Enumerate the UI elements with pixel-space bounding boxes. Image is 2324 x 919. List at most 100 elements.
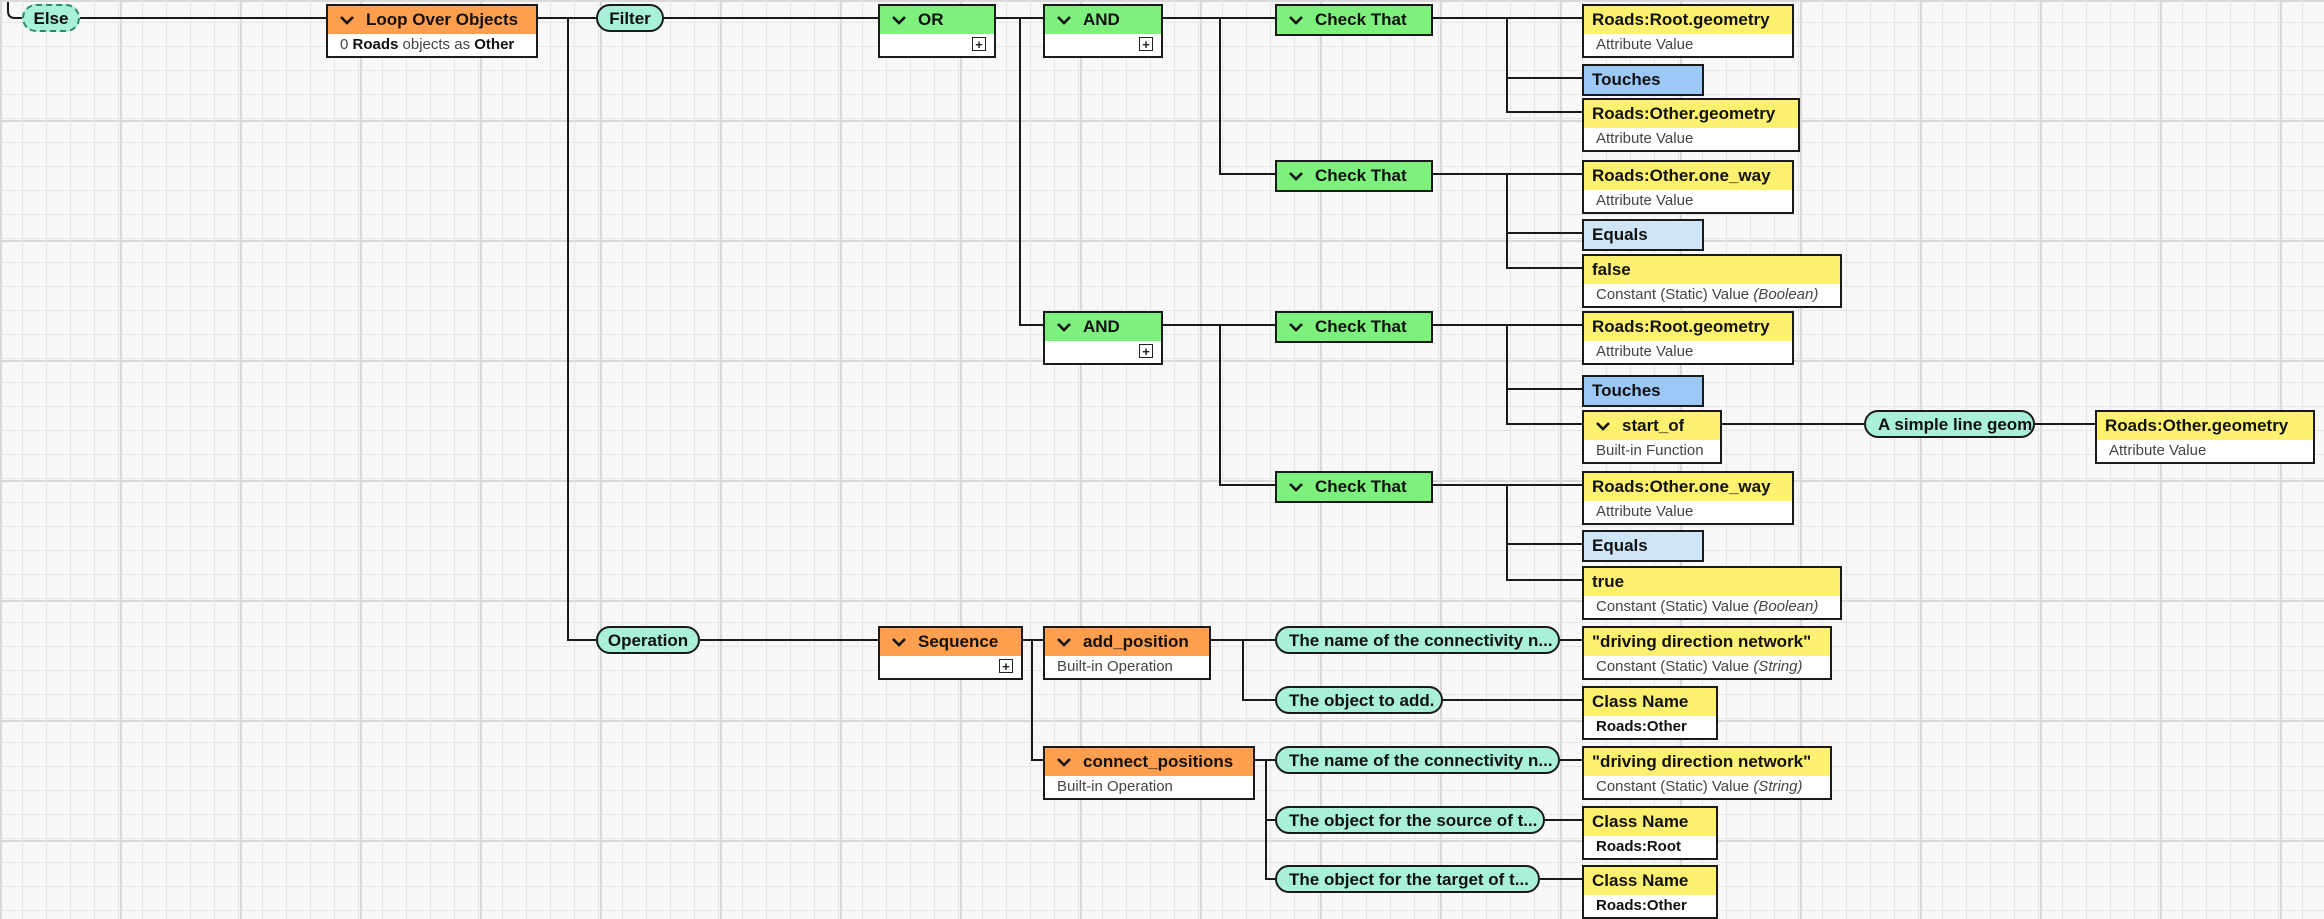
- attribute-name: Roads:Other.geometry: [1592, 104, 1776, 123]
- attribute-value-block[interactable]: Roads:Other.one_way Attribute Value: [1582, 471, 1794, 525]
- plus-box-icon[interactable]: +: [972, 37, 986, 51]
- chevron-down-icon[interactable]: [1053, 757, 1075, 767]
- parameter-label: A simple line geometry.: [1878, 415, 2033, 434]
- parameter-pill[interactable]: A simple line geometry.: [1864, 410, 2035, 438]
- loop-over-objects-block[interactable]: Loop Over Objects 0 Roads objects as Oth…: [326, 4, 538, 58]
- attribute-value-subtitle: Attribute Value: [1584, 341, 1792, 363]
- chevron-down-icon[interactable]: [888, 637, 910, 647]
- class-name-block[interactable]: Class Name Roads:Other: [1582, 865, 1718, 919]
- check-that-block-1[interactable]: Check That: [1275, 4, 1433, 36]
- loop-count: 0: [340, 36, 349, 53]
- class-name-block[interactable]: Class Name Roads:Root: [1582, 806, 1718, 860]
- attribute-value-block[interactable]: Roads:Other.geometry Attribute Value: [2095, 410, 2315, 464]
- check-that-title: Check That: [1315, 10, 1407, 29]
- parameter-label: The name of the connectivity n...: [1289, 631, 1553, 650]
- filter-pill[interactable]: Filter: [596, 4, 664, 32]
- plus-box-icon[interactable]: +: [999, 659, 1013, 673]
- class-name-value: Roads:Root: [1584, 836, 1716, 858]
- function-subtitle: Built-in Function: [1584, 440, 1720, 462]
- connect-positions-block[interactable]: connect_positions Built-in Operation: [1043, 746, 1255, 800]
- constant-subtitle: Constant (Static) Value: [1596, 598, 1750, 615]
- constant-value-block[interactable]: true Constant (Static) Value (Boolean): [1582, 566, 1842, 620]
- attribute-name: Roads:Other.one_way: [1592, 166, 1771, 185]
- loop-class: Roads: [352, 36, 399, 53]
- add-position-block[interactable]: add_position Built-in Operation: [1043, 626, 1211, 680]
- chevron-down-icon[interactable]: [1592, 421, 1614, 431]
- plus-box-icon[interactable]: +: [1139, 37, 1153, 51]
- constant-value-block[interactable]: "driving direction network" Constant (St…: [1582, 626, 1832, 680]
- class-name-value: Roads:Other: [1584, 895, 1716, 917]
- constant-type: (String): [1753, 778, 1803, 795]
- attribute-name: Roads:Other.geometry: [2105, 416, 2289, 435]
- check-that-block-3[interactable]: Check That: [1275, 311, 1433, 343]
- or-title: OR: [918, 10, 944, 29]
- operation-name: add_position: [1083, 632, 1189, 651]
- attribute-value-block[interactable]: Roads:Root.geometry Attribute Value: [1582, 4, 1794, 58]
- check-that-title: Check That: [1315, 477, 1407, 496]
- and-block-1[interactable]: AND +: [1043, 4, 1163, 58]
- comparator-label: Touches: [1592, 381, 1661, 400]
- chevron-down-icon[interactable]: [1285, 15, 1307, 25]
- function-name: start_of: [1622, 416, 1685, 435]
- parameter-pill[interactable]: The object for the source of t...: [1275, 806, 1545, 834]
- constant-type: (String): [1753, 658, 1803, 675]
- attribute-value-block[interactable]: Roads:Other.one_way Attribute Value: [1582, 160, 1794, 214]
- chevron-down-icon[interactable]: [1053, 15, 1075, 25]
- operation-subtitle: Built-in Operation: [1045, 656, 1209, 678]
- attribute-name: Roads:Other.one_way: [1592, 477, 1771, 496]
- equals-block[interactable]: Equals: [1582, 530, 1704, 562]
- plus-box-icon[interactable]: +: [1139, 344, 1153, 358]
- start-of-function-block[interactable]: start_of Built-in Function: [1582, 410, 1722, 464]
- chevron-down-icon[interactable]: [888, 15, 910, 25]
- sequence-block[interactable]: Sequence +: [878, 626, 1023, 680]
- attribute-value-block[interactable]: Roads:Root.geometry Attribute Value: [1582, 311, 1794, 365]
- chevron-down-icon[interactable]: [1053, 322, 1075, 332]
- sequence-title: Sequence: [918, 632, 999, 651]
- else-label: Else: [33, 9, 69, 28]
- attribute-value-subtitle: Attribute Value: [1584, 501, 1792, 523]
- equals-block[interactable]: Equals: [1582, 219, 1704, 251]
- chevron-down-icon[interactable]: [1285, 171, 1307, 181]
- loop-title: Loop Over Objects: [366, 10, 519, 29]
- and-block-2[interactable]: AND +: [1043, 311, 1163, 365]
- class-name-block[interactable]: Class Name Roads:Other: [1582, 686, 1718, 740]
- touches-block[interactable]: Touches: [1582, 375, 1704, 407]
- constant-value-block[interactable]: false Constant (Static) Value (Boolean): [1582, 254, 1842, 308]
- chevron-down-icon[interactable]: [1053, 637, 1075, 647]
- chevron-down-icon[interactable]: [1285, 322, 1307, 332]
- operation-subtitle: Built-in Operation: [1045, 776, 1253, 798]
- constant-type: (Boolean): [1753, 286, 1819, 303]
- check-that-title: Check That: [1315, 166, 1407, 185]
- check-that-block-2[interactable]: Check That: [1275, 160, 1433, 192]
- constant-subtitle: Constant (Static) Value: [1596, 778, 1750, 795]
- or-block[interactable]: OR +: [878, 4, 996, 58]
- attribute-name: Roads:Root.geometry: [1592, 317, 1770, 336]
- touches-block[interactable]: Touches: [1582, 64, 1704, 96]
- constant-value: false: [1592, 260, 1631, 279]
- attribute-value-subtitle: Attribute Value: [1584, 128, 1798, 150]
- else-branch-pill[interactable]: Else: [22, 4, 80, 32]
- attribute-value-block[interactable]: Roads:Other.geometry Attribute Value: [1582, 98, 1800, 152]
- chevron-down-icon[interactable]: [1285, 482, 1307, 492]
- check-that-block-4[interactable]: Check That: [1275, 471, 1433, 503]
- comparator-label: Touches: [1592, 70, 1661, 89]
- attribute-value-subtitle: Attribute Value: [1584, 34, 1792, 56]
- operation-name: connect_positions: [1083, 752, 1234, 771]
- constant-value: "driving direction network": [1592, 632, 1812, 651]
- parameter-pill[interactable]: The object for the target of t...: [1275, 865, 1540, 893]
- loop-mid-text: objects as: [402, 36, 471, 53]
- parameter-pill[interactable]: The name of the connectivity n...: [1275, 746, 1560, 774]
- parameter-label: The object for the source of t...: [1289, 811, 1538, 830]
- comparator-label: Equals: [1592, 225, 1648, 244]
- parameter-label: The name of the connectivity n...: [1289, 751, 1553, 770]
- constant-value-block[interactable]: "driving direction network" Constant (St…: [1582, 746, 1832, 800]
- and-title: AND: [1083, 317, 1120, 336]
- parameter-pill[interactable]: The name of the connectivity n...: [1275, 626, 1560, 654]
- attribute-value-subtitle: Attribute Value: [2097, 440, 2313, 462]
- attribute-name: Roads:Root.geometry: [1592, 10, 1770, 29]
- parameter-label: The object to add.: [1289, 691, 1435, 710]
- chevron-down-icon[interactable]: [336, 15, 358, 25]
- operation-pill[interactable]: Operation: [596, 626, 700, 654]
- parameter-pill[interactable]: The object to add.: [1275, 686, 1443, 714]
- constant-subtitle: Constant (Static) Value: [1596, 658, 1750, 675]
